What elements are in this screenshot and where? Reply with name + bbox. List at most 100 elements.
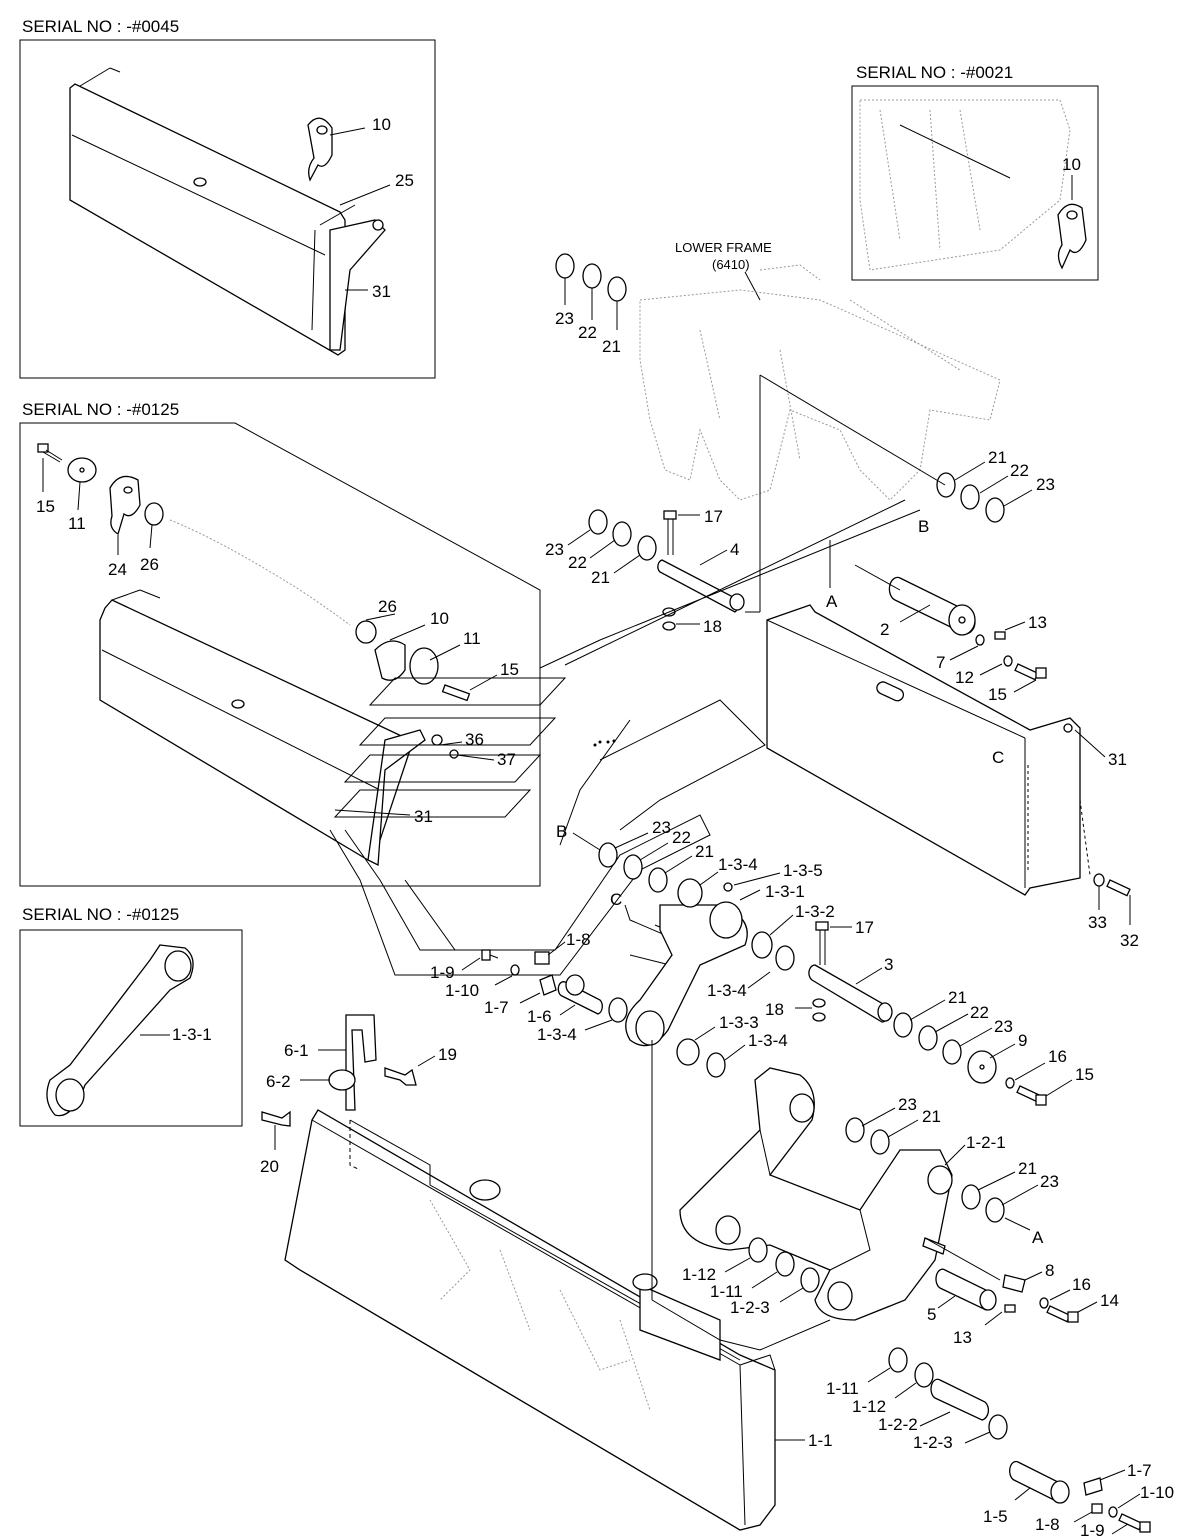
washer — [555, 253, 575, 279]
lower-frame-ghost — [639, 289, 1001, 501]
label: 21 — [988, 448, 1007, 467]
inset-frame — [19, 39, 436, 379]
label: 2 — [880, 620, 889, 639]
label: 22 — [672, 828, 691, 847]
label: 31 — [372, 282, 391, 301]
label: 12 — [955, 668, 974, 687]
label: 32 — [1120, 931, 1139, 950]
label: 1-2-3 — [730, 1298, 770, 1317]
label: 26 — [140, 555, 159, 574]
label: 19 — [438, 1045, 457, 1064]
bushing-1-3-4 — [677, 878, 703, 908]
label: C — [992, 748, 1004, 767]
linkage-middle: B 23 22 21 1-3-4 1-3-5 1-3-1 C 1-3-2 17 — [430, 818, 1094, 1106]
inset-header: SERIAL NO : -#0125 — [22, 905, 179, 924]
hook-10 — [374, 640, 406, 681]
label: 26 — [378, 597, 397, 616]
label: 21 — [1018, 1159, 1037, 1178]
bushing-1-2-2 — [930, 1378, 990, 1421]
label: 31 — [1108, 750, 1127, 769]
label: 23 — [555, 309, 574, 328]
label: 1-2-1 — [966, 1133, 1006, 1152]
label: 15 — [988, 685, 1007, 704]
label: 1-3-3 — [719, 1013, 759, 1032]
label: 1-3-4 — [748, 1031, 788, 1050]
label: 6-1 — [284, 1041, 309, 1060]
label: 23 — [1036, 475, 1055, 494]
label: 14 — [1100, 1291, 1119, 1310]
inset-frame — [19, 422, 541, 887]
label: 1-7 — [484, 998, 509, 1017]
chain-25 — [311, 229, 316, 331]
label: 21 — [948, 988, 967, 1007]
inset-serial-0125-large: SERIAL NO : -#0125 15 11 24 26 — [19, 400, 541, 887]
label: 10 — [372, 115, 391, 134]
blade-right — [766, 604, 1081, 896]
label: 23 — [898, 1095, 917, 1114]
wing-bolt-20 — [261, 1110, 291, 1127]
hook-10 — [1057, 203, 1087, 270]
label: 23 — [994, 1017, 1013, 1036]
label: 1-11 — [826, 1379, 859, 1398]
hook-24 — [109, 475, 141, 535]
plate-8 — [1002, 1274, 1026, 1293]
label: 9 — [1018, 1031, 1027, 1050]
washer — [582, 263, 602, 289]
label: 10 — [1062, 155, 1081, 174]
label: 23 — [545, 540, 564, 559]
label: 22 — [970, 1003, 989, 1022]
inset-serial-0045: SERIAL NO : -#0045 10 25 31 — [19, 17, 436, 379]
label: 1-12 — [682, 1265, 716, 1284]
knob-6-2 — [328, 1069, 356, 1091]
lower-frame-code: (6410) — [712, 257, 750, 272]
label: 10 — [430, 609, 449, 628]
inset-header: SERIAL NO : -#0125 — [22, 400, 179, 419]
label: 5 — [927, 1305, 936, 1324]
label: 1-3-1 — [172, 1025, 212, 1044]
washer — [607, 276, 627, 302]
lower-frame-label: LOWER FRAME — [675, 240, 772, 255]
hook-10 — [307, 117, 333, 182]
label: 1-3-4 — [718, 855, 758, 874]
label: 1-3-1 — [765, 882, 805, 901]
label: 1-7 — [1127, 1461, 1152, 1480]
frame-1-2-1 — [679, 1067, 953, 1321]
label: 15 — [1075, 1065, 1094, 1084]
label: 16 — [1048, 1047, 1067, 1066]
label: 36 — [465, 730, 484, 749]
label: 18 — [765, 1000, 784, 1019]
label: 21 — [695, 842, 714, 861]
washer-26 — [144, 502, 164, 526]
label: 13 — [1028, 613, 1047, 632]
inset-serial-0125-link: SERIAL NO : -#0125 1-3-1 — [19, 905, 243, 1127]
blade-small — [69, 83, 346, 356]
label: 3 — [884, 955, 893, 974]
lower-frame: LOWER FRAME (6410) 23 22 21 — [555, 240, 1001, 501]
label: 1-8 — [1035, 1515, 1060, 1534]
main-assembly-upper: 21 22 23 B 17 4 23 22 21 18 A — [545, 374, 1139, 950]
label: B — [556, 822, 567, 841]
label: 1-9 — [430, 963, 455, 982]
label: 15 — [500, 660, 519, 679]
label: A — [826, 592, 838, 611]
label: 6-2 — [266, 1072, 291, 1091]
label: B — [918, 517, 929, 536]
label: 13 — [953, 1328, 972, 1347]
label: 1-9 — [1080, 1521, 1105, 1536]
label: 1-1 — [808, 1431, 833, 1450]
wing-bolt-19 — [384, 1067, 417, 1086]
label: 1-2-2 — [878, 1415, 918, 1434]
label: 7 — [936, 653, 945, 672]
washer-11 — [409, 647, 439, 685]
label: 1-12 — [852, 1397, 886, 1416]
label: 1-3-4 — [537, 1025, 577, 1044]
label: 24 — [108, 560, 127, 579]
label: 21 — [591, 568, 610, 587]
label: 22 — [1010, 461, 1029, 480]
label: 16 — [1072, 1275, 1091, 1294]
inset-frame — [851, 85, 1099, 281]
bracket-31 — [367, 729, 426, 867]
label: A — [1032, 1228, 1044, 1247]
label: 22 — [568, 553, 587, 572]
